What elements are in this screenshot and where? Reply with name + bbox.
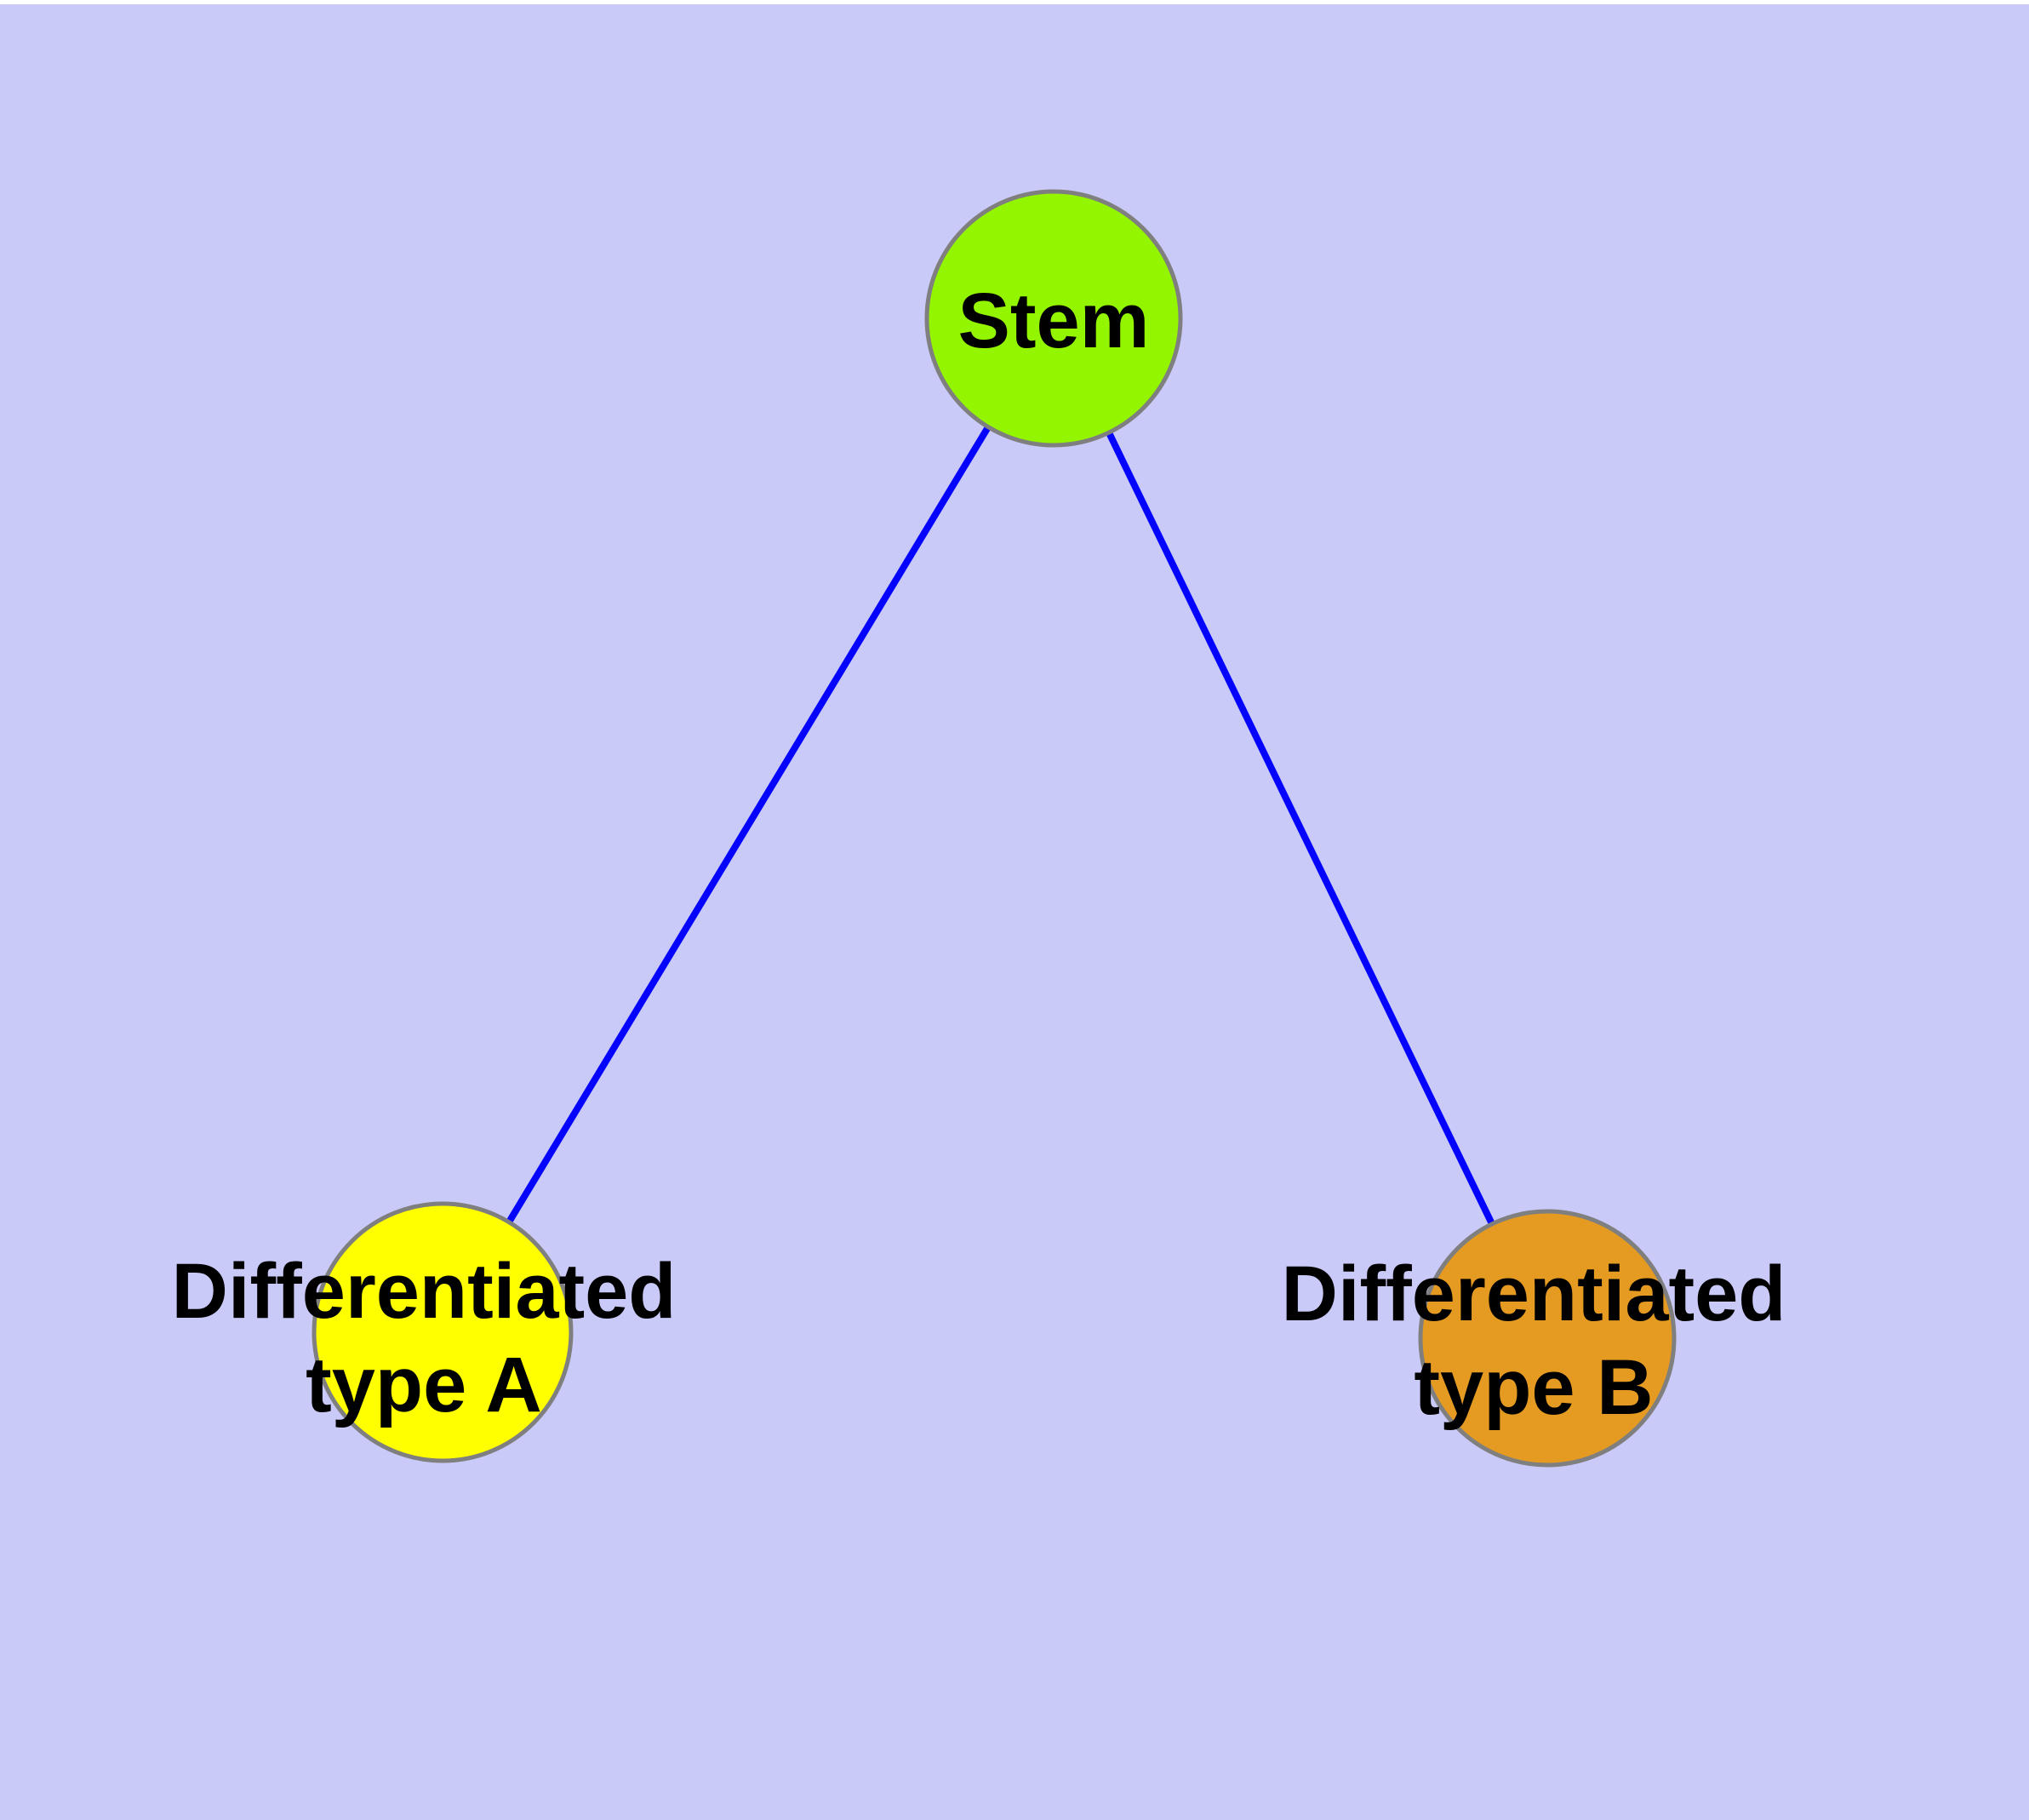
node-type-a-label-line2: type A — [306, 1342, 542, 1428]
node-stem — [924, 189, 1183, 448]
node-type-b-label-line2: type B — [1414, 1344, 1653, 1431]
node-differentiated-type-a — [311, 1201, 574, 1463]
node-type-b-label-line1: Differentiated — [1282, 1251, 1786, 1337]
edge-stem-to-type-a — [439, 316, 1057, 1335]
node-stem-label: Stem — [958, 278, 1150, 364]
node-type-a-label-line1: Differentiated — [172, 1248, 677, 1335]
node-differentiated-type-b — [1418, 1209, 1677, 1468]
edge-stem-to-type-b — [1050, 317, 1551, 1340]
